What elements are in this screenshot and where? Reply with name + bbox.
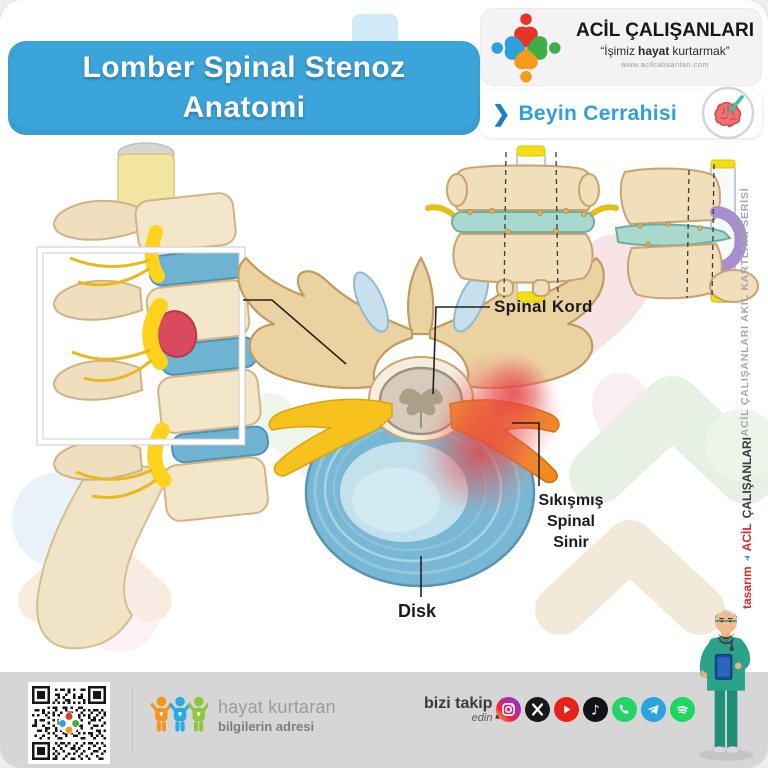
compressed-nerve-pointer <box>512 422 540 486</box>
slogan-block: hayat kurtaran bilgilerin adresi <box>150 696 336 734</box>
svg-text:♪: ♪ <box>591 702 600 718</box>
page-title-line1: Lomber Spinal Stenoz <box>82 51 406 84</box>
youtube-icon[interactable] <box>554 697 579 722</box>
ligament <box>708 206 747 274</box>
inset-box <box>36 246 246 446</box>
spinal-cord-label: Spinal Kord <box>494 297 593 316</box>
spinal-nerve-left <box>268 398 393 477</box>
mini-diagram-front-view <box>425 145 619 303</box>
people-icon <box>150 696 208 732</box>
x-icon[interactable] <box>525 697 550 722</box>
instagram-icon[interactable] <box>496 697 521 722</box>
pinwheel-logo-icon <box>491 13 561 83</box>
disc-label: Disk <box>398 601 437 621</box>
slogan-line2: bilgilerin adresi <box>218 718 315 734</box>
brain-icon <box>701 86 755 140</box>
series-caption: ACİL ÇALIŞANLARI AKIL KARTLARI SERİSİ <box>739 187 751 437</box>
social-icons: ♪ <box>496 697 695 722</box>
follow-line2: edin <box>471 712 493 724</box>
page-title-line2: Anatomi <box>182 91 306 124</box>
design-brand-first: ACİL <box>740 523 754 552</box>
compressed-nerve-label: Sıkışmış Spinal Sinir <box>538 492 604 551</box>
qr-code <box>28 682 110 764</box>
whatsapp-icon[interactable] <box>612 697 637 722</box>
footer-bar: hayat kurtaran bilgilerin adresi bizi ta… <box>0 672 768 768</box>
follow-us-block: bizi takip edin ! <box>424 693 507 727</box>
pinwheel-logo-icon-small <box>740 556 754 561</box>
inset-connector-line <box>243 299 347 365</box>
spinal-cord-pointer <box>432 306 490 395</box>
chevron-right-icon: ❯ <box>492 101 511 126</box>
mini-diagram-side-view <box>614 159 759 303</box>
telegram-icon[interactable] <box>641 697 666 722</box>
category-card: ❯ Beyin Cerrahisi <box>480 86 762 140</box>
surgeon-illustration <box>698 610 754 761</box>
title-banner: Lomber Spinal Stenoz Anatomi <box>8 41 480 135</box>
pointer-lines <box>243 299 540 597</box>
spotify-icon[interactable] <box>670 697 695 722</box>
slogan-line1: hayat kurtaran <box>218 696 336 717</box>
design-credit: tasarım ACİL ÇALIŞANLARI <box>739 437 755 609</box>
brand-website: www.acilcalisanlari.com <box>621 60 709 69</box>
brand-name: ACİL ÇALIŞANLARI <box>575 20 755 41</box>
design-prefix: tasarım <box>740 566 754 609</box>
follow-line1: bizi takip <box>424 695 493 712</box>
design-brand-rest: ÇALIŞANLARI <box>740 437 754 519</box>
category-label: Beyin Cerrahisi <box>518 102 678 125</box>
tiktok-icon[interactable]: ♪ <box>583 697 608 722</box>
lateral-spine-illustration <box>36 142 269 650</box>
footer-divider <box>132 688 133 752</box>
axial-vertebra-illustration <box>237 255 605 588</box>
